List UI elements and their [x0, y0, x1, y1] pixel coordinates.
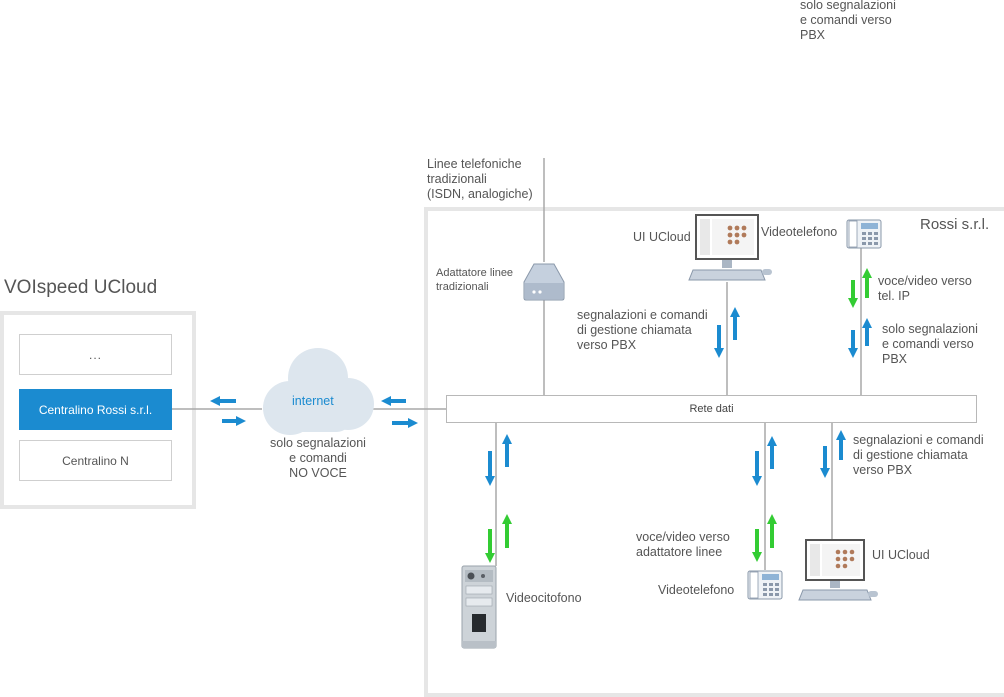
bottom-pc-icon	[798, 539, 878, 601]
doorphone-icon	[461, 565, 497, 649]
arrow-down-icon	[848, 330, 858, 358]
arrow-up-icon	[730, 307, 740, 340]
top-phone-signal-note: solo segnalazioni e comandi verso PBX	[882, 322, 978, 366]
arrow-up-icon	[767, 514, 777, 548]
vertical-blue-arrows	[485, 307, 872, 486]
arrow-down-icon	[485, 451, 495, 486]
ucloud-item-rossi[interactable]: Centralino Rossi s.r.l.	[19, 389, 172, 430]
company-panel	[424, 207, 1004, 697]
top-phone-voice-note: voce/video verso tel. IP	[878, 274, 972, 303]
horizontal-arrows	[210, 396, 418, 428]
top-pc-icon	[688, 214, 772, 281]
top-pc-note: segnalazioni e comandi di gestione chiam…	[577, 308, 708, 352]
arrow-up-icon	[767, 436, 777, 469]
arrow-up-icon	[862, 318, 872, 346]
top-phone-icon	[846, 219, 882, 249]
bottom-phone-label: Videotelefono	[658, 583, 735, 597]
arrow-left-icon	[381, 396, 406, 406]
arrow-up-icon	[502, 514, 512, 548]
arrow-left-icon	[210, 396, 236, 406]
arrow-down-icon	[485, 529, 495, 563]
arrow-down-icon	[752, 529, 762, 562]
ucloud-item-n[interactable]: Centralino N	[19, 440, 172, 481]
ucloud-item-more[interactable]: ...	[19, 334, 172, 375]
arrow-down-icon	[714, 325, 724, 358]
bottom-pc-label: UI UCloud	[872, 548, 930, 562]
bottom-phone-icon	[747, 570, 783, 600]
internet-label: internet	[292, 394, 334, 408]
arrow-down-icon	[752, 451, 762, 486]
top-phone-label: Videotelefono	[761, 225, 838, 239]
arrow-down-icon	[848, 280, 858, 308]
adapter-icon	[523, 263, 565, 301]
lines-label: Linee telefoniche tradizionali (ISDN, an…	[427, 157, 533, 201]
company-title: Rossi s.r.l.	[920, 216, 990, 233]
ucloud-title: VOIspeed UCloud	[4, 277, 158, 298]
connection-lines	[172, 158, 862, 570]
bottom-phone-voice-note: voce/video verso adattatore linee	[636, 530, 730, 559]
internet-cloud-icon	[263, 348, 374, 435]
arrow-down-icon	[820, 446, 830, 478]
arrow-up-icon	[836, 430, 846, 460]
adapter-label: Adattatore linee tradizionali	[436, 267, 514, 293]
internet-note: solo segnalazioni e comandi NO VOCE	[270, 436, 366, 480]
arrow-up-icon	[502, 434, 512, 467]
doorphone-label: Videocitofono	[506, 591, 582, 605]
vertical-green-arrows	[485, 268, 872, 563]
network-bar: Rete dati	[446, 395, 977, 423]
top-pc-label: UI UCloud	[633, 230, 691, 244]
arrow-right-icon	[392, 418, 418, 428]
top-corner-note: solo segnalazioni e comandi verso PBX	[800, 0, 896, 42]
arrow-right-icon	[222, 416, 246, 426]
bottom-pc-note: segnalazioni e comandi di gestione chiam…	[853, 433, 984, 477]
arrow-up-icon	[862, 268, 872, 298]
